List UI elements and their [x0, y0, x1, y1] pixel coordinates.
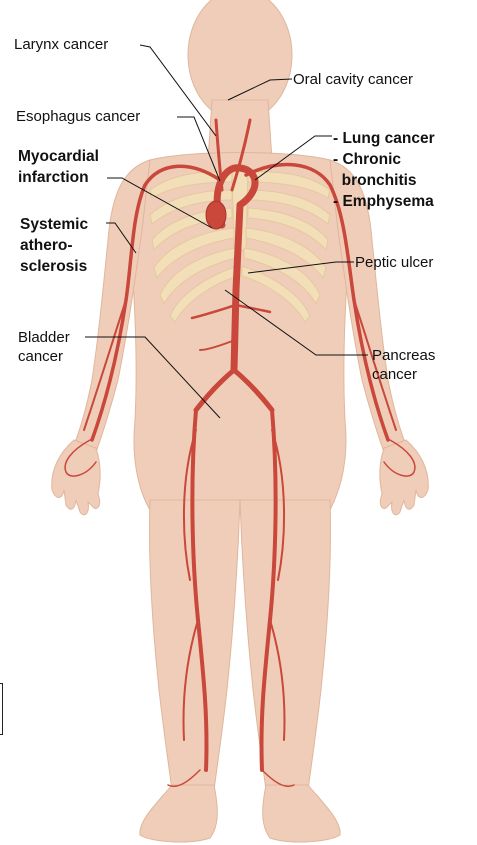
label-esophagus-cancer: Esophagus cancer	[16, 107, 140, 126]
label-myocardial-infarction: Myocardial infarction	[18, 146, 99, 188]
edge-marker	[0, 683, 3, 735]
label-bladder-cancer: Bladder cancer	[18, 328, 70, 366]
label-systemic-atherosclerosis: Systemic athero- sclerosis	[20, 214, 88, 277]
right-hand	[380, 440, 428, 515]
body-silhouette	[52, 0, 429, 842]
label-oral-cavity-cancer: Oral cavity cancer	[293, 70, 413, 89]
label-larynx-cancer: Larynx cancer	[14, 35, 108, 54]
right-leg	[240, 500, 331, 790]
label-pancreas-cancer: Pancreas cancer	[372, 346, 435, 384]
label-peptic-ulcer: Peptic ulcer	[355, 253, 433, 272]
left-foot	[140, 785, 217, 842]
left-hand	[52, 440, 100, 515]
heart	[206, 201, 226, 229]
label-lung-conditions: - Lung cancer - Chronic bronchitis - Emp…	[333, 128, 435, 212]
right-foot	[263, 785, 340, 842]
